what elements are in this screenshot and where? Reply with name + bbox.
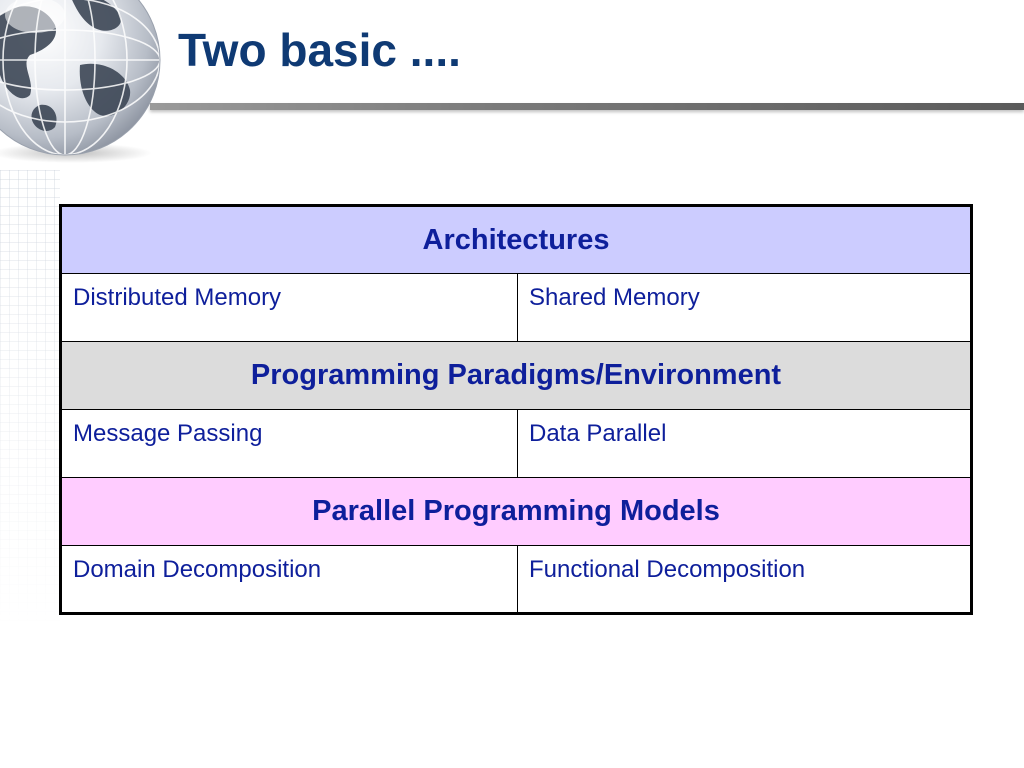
header-cell: Architectures bbox=[60, 205, 972, 274]
cell-text: Data Parallel bbox=[529, 420, 667, 447]
table-cell-right: Functional Decomposition bbox=[517, 545, 972, 614]
table-row: Message Passing Data Parallel bbox=[60, 409, 972, 478]
table-cell-left: Distributed Memory bbox=[60, 273, 518, 342]
cell-text: Functional Decomposition bbox=[529, 556, 806, 583]
table-cell-left: Domain Decomposition bbox=[60, 545, 518, 614]
section-header-paradigms: Programming Paradigms/Environment bbox=[60, 341, 972, 410]
page-title: Two basic .... bbox=[178, 24, 461, 76]
table-cell-right: Data Parallel bbox=[517, 409, 972, 478]
table-cell-left: Message Passing bbox=[60, 409, 518, 478]
background-grid-decoration bbox=[0, 170, 60, 630]
content-table: Architectures Distributed Memory Shared … bbox=[59, 204, 973, 615]
table-cell-right: Shared Memory bbox=[517, 273, 972, 342]
title-divider bbox=[150, 103, 1024, 110]
section-header-models: Parallel Programming Models bbox=[60, 477, 972, 546]
cell-text: Shared Memory bbox=[529, 284, 700, 311]
section-header-architectures: Architectures bbox=[60, 205, 972, 274]
globe-icon bbox=[0, 0, 161, 163]
table-row: Distributed Memory Shared Memory bbox=[60, 273, 972, 342]
cell-text: Domain Decomposition bbox=[73, 556, 322, 583]
header-cell: Programming Paradigms/Environment bbox=[60, 341, 972, 410]
cell-text: Distributed Memory bbox=[73, 284, 282, 311]
cell-text: Message Passing bbox=[73, 420, 263, 447]
table-row: Domain Decomposition Functional Decompos… bbox=[60, 545, 972, 614]
header-cell: Parallel Programming Models bbox=[60, 477, 972, 546]
